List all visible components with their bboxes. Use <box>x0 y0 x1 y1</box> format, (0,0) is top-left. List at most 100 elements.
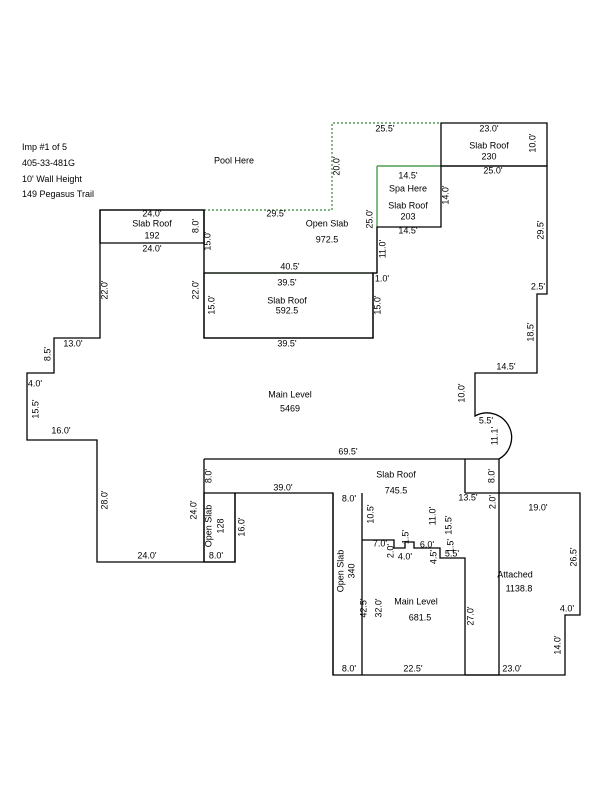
dim-label: 1.5' <box>400 530 410 545</box>
slab-roof-203-area: 203 <box>400 211 415 221</box>
open-slab-128-box <box>203 492 236 563</box>
dim-label: 2.0' <box>385 544 395 559</box>
dim-label: 16.0' <box>51 425 71 435</box>
dim-label: 22.0' <box>190 280 200 300</box>
dim-label: 15.5' <box>30 399 40 419</box>
dim-label: 4.0' <box>398 551 413 561</box>
slab-roof-745-name: Slab Roof <box>376 469 416 479</box>
improvement-number: Imp #1 of 5 <box>22 142 68 152</box>
dim-label: 14.5' <box>398 225 418 235</box>
dim-label: 26.5' <box>568 547 578 567</box>
dim-label: 11.0' <box>427 506 437 525</box>
dim-label: 25.0' <box>483 165 503 175</box>
dim-label: 5.5' <box>445 548 460 558</box>
parcel-number: 405-33-481G <box>22 158 76 168</box>
dim-label: 6.0' <box>420 539 435 549</box>
open-slab-340-name: Open Slab <box>335 550 345 593</box>
dim-label: 20.0' <box>331 156 341 176</box>
dim-label: 5.5' <box>479 415 494 425</box>
dim-label: 2.5' <box>531 281 546 291</box>
slab-roof-592-box <box>203 272 374 339</box>
slab-roof-745-area: 745.5 <box>385 485 408 495</box>
dim-label: 7.0' <box>373 538 388 548</box>
dim-label: 10.0' <box>456 383 466 403</box>
dim-label: 14.0' <box>552 635 562 655</box>
dim-label: 8.0' <box>342 493 357 503</box>
dim-label: 8.0' <box>190 219 200 234</box>
slab-roof-203-name: Slab Roof <box>388 200 428 210</box>
dim-label: 39.0' <box>273 482 293 492</box>
dim-label: 11.0' <box>377 239 387 258</box>
dim-label: 39.5' <box>277 338 297 348</box>
dim-label: 10.5' <box>365 504 375 524</box>
slab-roof-192-name: Slab Roof <box>132 218 172 228</box>
dim-label: 8.5' <box>42 347 52 362</box>
dim-label: 14.5' <box>496 361 516 371</box>
dim-label: 28.0' <box>99 490 109 510</box>
attached-area: 1138.8 <box>506 583 533 593</box>
dim-label: 1.0' <box>375 273 390 283</box>
slab-roof-192-box <box>99 209 205 244</box>
dim-label: 8.0' <box>342 663 357 673</box>
dim-label: 4.0' <box>560 603 575 613</box>
dim-label: 23.0' <box>502 663 522 673</box>
dim-label: 15.5' <box>443 515 453 535</box>
dim-label: 27.0' <box>465 606 475 626</box>
spa-note: Spa Here <box>389 183 427 193</box>
dim-label: 10.0' <box>527 133 537 153</box>
main-level-681-name: Main Level <box>394 596 438 606</box>
slab-roof-592-area: 592.5 <box>276 305 299 315</box>
pool-outline <box>204 122 441 211</box>
attached-name: Attached <box>497 569 533 579</box>
dim-label: 19.0' <box>528 502 548 512</box>
main-level-5469-name: Main Level <box>268 389 312 399</box>
main-level-681-area: 681.5 <box>409 612 432 622</box>
dim-label: 13.0' <box>63 338 83 348</box>
dim-label: 29.5' <box>266 208 286 218</box>
dim-label: 13.5' <box>458 492 478 502</box>
dim-label: 24.0' <box>137 550 157 560</box>
open-slab-340-area: 340 <box>346 563 356 578</box>
wall-height: 10' Wall Height <box>22 174 82 184</box>
dim-label: 22.5' <box>403 663 423 673</box>
dim-label: 16.0' <box>236 517 246 537</box>
dim-label: 32.0' <box>373 598 383 618</box>
dim-label: 15.0' <box>206 295 216 315</box>
open-slab-128-name: Open Slab <box>203 505 213 548</box>
dim-label: 39.5' <box>277 277 297 287</box>
dim-label: 8.0' <box>209 550 224 560</box>
slab-roof-592-name: Slab Roof <box>267 295 307 305</box>
dim-label: 29.5' <box>535 220 545 240</box>
dim-label: 22.0' <box>99 280 109 300</box>
main-level-5469-area: 5469 <box>280 403 300 413</box>
pool-note: Pool Here <box>214 155 254 165</box>
dim-label: 24.0' <box>142 208 162 218</box>
dim-label: 8.0' <box>486 469 496 484</box>
dim-label: 14.5' <box>398 170 418 180</box>
open-slab-972-area: 972.5 <box>316 234 339 244</box>
dim-label: 8.0' <box>203 469 213 484</box>
dim-label: 25.0' <box>364 209 374 229</box>
dim-label: 18.5' <box>525 322 535 342</box>
property-address: 149 Pegasus Trail <box>22 189 95 199</box>
dim-label: 15.0' <box>202 231 212 251</box>
dim-label: 42.5' <box>358 598 368 618</box>
dim-label: 25.5' <box>375 123 395 133</box>
slab-roof-230-area: 230 <box>481 151 496 161</box>
dim-label: 24.0' <box>142 243 162 253</box>
main-level-681-top <box>362 539 466 675</box>
attached-outline <box>465 492 581 676</box>
dim-label: 2.0' <box>487 495 497 510</box>
dim-label: 40.5' <box>280 261 300 271</box>
dim-label: 1.5' <box>445 539 455 554</box>
dim-label: 14.0' <box>440 185 450 205</box>
dim-label: 15.0' <box>372 295 382 315</box>
dim-label: 4.5' <box>428 550 438 565</box>
dim-label: 23.0' <box>479 123 499 133</box>
dim-label: 11.1' <box>489 426 499 445</box>
open-slab-972-name: Open Slab <box>306 218 349 228</box>
dim-label: 69.5' <box>338 446 358 456</box>
slab-roof-192-area: 192 <box>144 230 159 240</box>
dim-label: 24.0' <box>188 500 198 520</box>
